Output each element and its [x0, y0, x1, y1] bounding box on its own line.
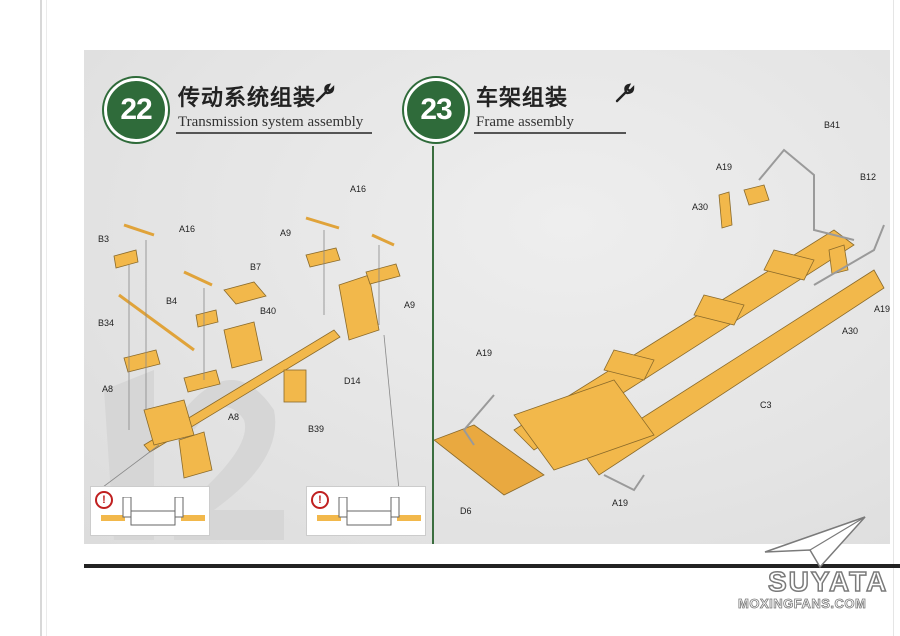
part-label: B34: [98, 318, 115, 328]
part-label: A8: [228, 412, 240, 422]
step-title-chinese: 车架组装: [476, 86, 569, 111]
part-label: B41: [824, 120, 841, 130]
transmission-assembly-diagram: [98, 216, 401, 491]
title-underline: [176, 132, 372, 134]
inset-left-drawing: [101, 497, 205, 526]
part-label: A19: [612, 498, 629, 508]
part-label: A30: [692, 202, 709, 212]
watermark-site: MOXINGFANS.COM: [738, 596, 867, 612]
wrench-icon: [315, 83, 335, 103]
part-label: A8: [102, 384, 114, 394]
part-label: B3: [98, 234, 110, 244]
instruction-panel: ! ! 22 传动系统组装 Transmission system assemb…: [84, 50, 890, 544]
page-right-edge: [893, 0, 894, 636]
warning-icon: !: [95, 491, 113, 509]
step-number-badge: 23: [404, 78, 468, 142]
page-footer-rule: [84, 564, 900, 568]
wrench-icon: [615, 83, 635, 103]
part-label: B4: [166, 296, 178, 306]
part-label: A9: [404, 300, 416, 310]
paper-plane-logo: [764, 516, 866, 569]
part-label: A16: [350, 184, 367, 194]
part-label: B12: [860, 172, 877, 182]
detail-inset-right: !: [306, 486, 426, 536]
watermark-brand: SUYATA: [767, 565, 889, 598]
step-title-english: Frame assembly: [476, 114, 574, 130]
step-title-chinese: 传动系统组装: [178, 86, 317, 111]
part-label: A9: [280, 228, 292, 238]
part-label: D14: [344, 376, 361, 386]
step-title-english: Transmission system assembly: [178, 114, 364, 130]
part-label: D6: [460, 506, 472, 516]
warning-icon: !: [311, 491, 329, 509]
title-underline: [474, 132, 626, 134]
inset-right-drawing: [317, 497, 421, 526]
frame-assembly-diagram: [434, 148, 885, 496]
part-label: A19: [874, 304, 890, 314]
part-label: A30: [842, 326, 859, 336]
part-label: B7: [250, 262, 262, 272]
part-label: B40: [260, 306, 277, 316]
part-label: A19: [476, 348, 493, 358]
step-divider: [432, 146, 434, 544]
part-label: C3: [760, 400, 772, 410]
part-label: B39: [308, 424, 325, 434]
page-binding-edge-inner: [46, 0, 47, 636]
part-label: A16: [179, 224, 196, 234]
step-number-badge: 22: [104, 78, 168, 142]
page-binding-edge: [40, 0, 42, 636]
detail-inset-left: !: [90, 486, 210, 536]
part-label: A19: [716, 162, 733, 172]
